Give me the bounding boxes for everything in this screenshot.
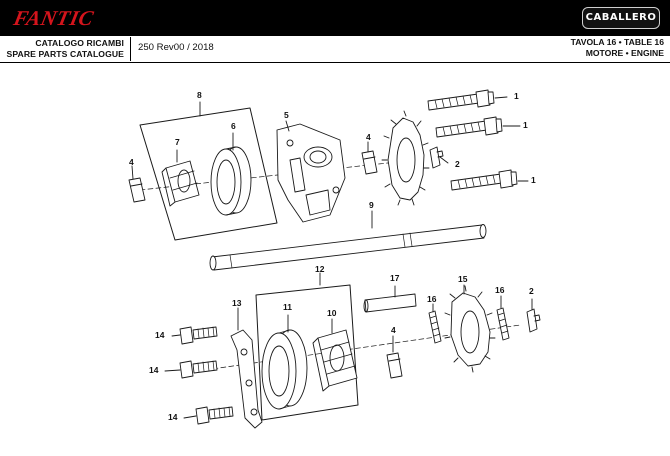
fantic-logo: FANTIC: [11, 6, 126, 30]
callout-8: 8: [197, 90, 202, 100]
section-name: MOTORE • ENGINE: [585, 48, 664, 58]
catalog-title-it: CATALOGO RICAMBI: [35, 38, 124, 48]
catalog-title: CATALOGO RICAMBI SPARE PARTS CATALOGUE: [0, 37, 131, 61]
top-banner: FANTIC CABALLERO: [0, 0, 670, 36]
frame-12: [255, 284, 359, 421]
callout-15: 15: [458, 274, 468, 284]
callout-11: 11: [283, 302, 292, 312]
callout-14a: 14: [155, 330, 165, 340]
callout-7: 7: [175, 137, 180, 147]
callout-5: 5: [284, 110, 289, 120]
callout-4a: 4: [129, 157, 134, 167]
bolt-14a: [179, 326, 218, 345]
table-info: TAVOLA 16 • TABLE 16 MOTORE • ENGINE: [571, 37, 664, 59]
callout-14c: 14: [168, 412, 178, 422]
callout-2a: 2: [455, 159, 460, 169]
bolt-14b: [179, 360, 218, 379]
pin-17: [363, 293, 417, 313]
callout-9: 9: [369, 200, 374, 210]
outer-rotor-11: [261, 329, 308, 410]
callout-4b: 4: [366, 132, 371, 142]
inner-rotor-7: [161, 160, 200, 207]
leader-lines: [131, 96, 533, 419]
callout-1a: 1: [514, 91, 519, 101]
table-number: TAVOLA 16 • TABLE 16: [570, 37, 664, 47]
callout-13: 13: [232, 298, 242, 308]
frame-8: [139, 107, 278, 241]
callout-16a: 16: [427, 294, 437, 304]
revision-label: 250 Rev00 / 2018: [138, 42, 214, 53]
shaft-9: [209, 224, 487, 271]
gear-lower: [444, 285, 496, 373]
gear-upper: [381, 110, 430, 206]
clip-2-lower: [526, 308, 541, 333]
callout-17: 17: [390, 273, 400, 283]
pump-body-5: [276, 123, 346, 223]
spacer-4-low: [386, 352, 403, 379]
bolt-1c: [450, 169, 518, 191]
exploded-parts-diagram: 1 1 1 2 2 4 4 4 5 6 7 8 9 10 11 12 13 14…: [0, 63, 670, 456]
outer-rotor-6: [210, 146, 252, 216]
callout-12: 12: [315, 264, 325, 274]
callout-1b: 1: [523, 120, 528, 130]
callout-4c: 4: [391, 325, 396, 335]
callout-14b: 14: [149, 365, 159, 375]
clip-16-right: [496, 307, 510, 341]
spacer-4-mid: [361, 150, 378, 175]
header-divider: [0, 62, 670, 63]
callout-6: 6: [231, 121, 236, 131]
callout-1c: 1: [531, 175, 536, 185]
inner-rotor-10: [312, 329, 358, 392]
bolt-14c: [195, 406, 234, 425]
cover-plate-13: [230, 329, 263, 429]
bolt-1a: [427, 89, 495, 111]
callout-2b: 2: [529, 286, 534, 296]
bolt-1b: [435, 116, 503, 138]
model-badge: CABALLERO: [582, 7, 660, 29]
callout-10: 10: [327, 308, 337, 318]
diagram-drawing: [128, 89, 541, 429]
catalog-title-en: SPARE PARTS CATALOGUE: [6, 49, 124, 59]
spacer-4-left: [128, 177, 146, 203]
clip-16-left: [428, 310, 442, 344]
callout-16b: 16: [495, 285, 505, 295]
clip-2-upper: [429, 146, 444, 169]
brand-text: FANTIC: [11, 6, 96, 30]
